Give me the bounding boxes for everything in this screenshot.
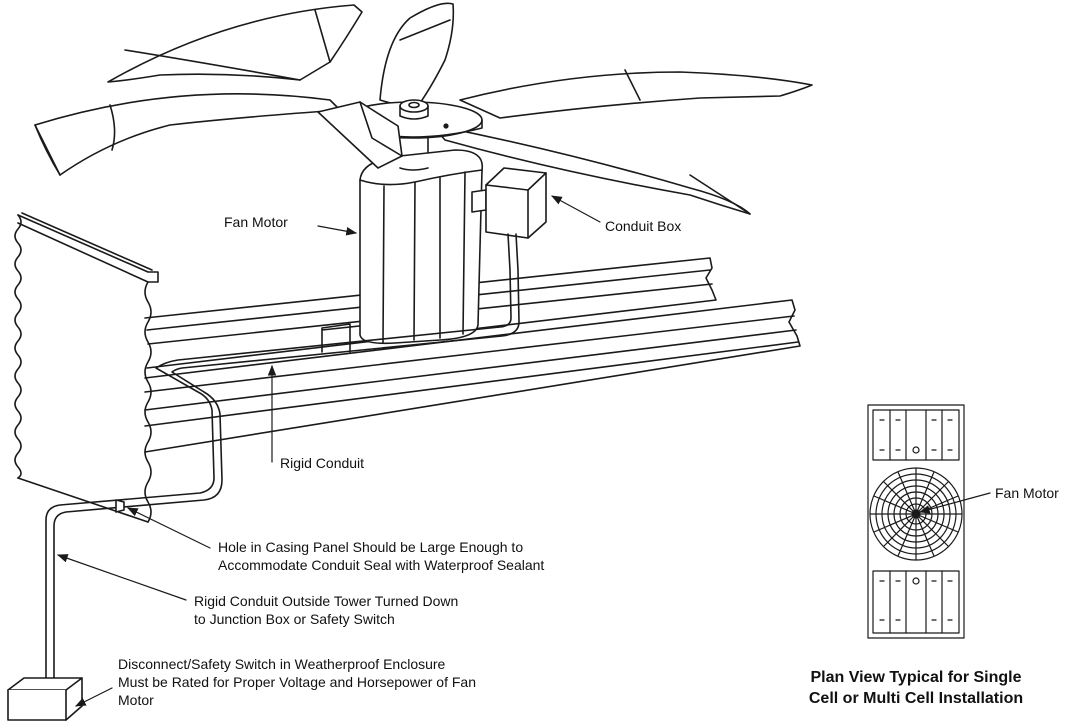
leader-hole-in-casing <box>127 507 211 549</box>
fan-motor <box>359 127 484 345</box>
label-hole-in-casing: Hole in Casing Panel Should be Large Eno… <box>218 538 544 574</box>
label-conduit-box: Conduit Box <box>605 218 682 234</box>
leader-lines <box>56 195 991 707</box>
label-plan-fan-motor: Fan Motor <box>995 485 1059 501</box>
conduit-box <box>471 167 547 239</box>
label-rigid-conduit: Rigid Conduit <box>280 455 365 471</box>
safety-switch-box <box>7 677 83 721</box>
plan-view-caption-line-2: Cell or Multi Cell Installation <box>808 690 1024 707</box>
label-outside-line-1: Rigid Conduit Outside Tower Turned Down <box>194 593 459 609</box>
leader-rigid-conduit-outside <box>56 554 187 601</box>
casing-panel <box>14 212 159 523</box>
rigid-conduit <box>45 233 520 681</box>
leader-conduit-box <box>551 195 601 223</box>
label-switch-line-1: Disconnect/Safety Switch in Weatherproof… <box>118 656 446 672</box>
label-fan-motor: Fan Motor <box>224 214 288 230</box>
support-beams <box>144 257 801 453</box>
label-hole-line-1: Hole in Casing Panel Should be Large Eno… <box>218 539 524 555</box>
label-safety-switch: Disconnect/Safety Switch in Weatherproof… <box>118 655 476 709</box>
plan-view-caption-line-1: Plan View Typical for Single <box>810 669 1022 686</box>
leader-fan-motor <box>317 225 358 236</box>
label-outside-line-2: to Junction Box or Safety Switch <box>194 611 395 627</box>
leader-plan-fan-motor <box>918 492 991 514</box>
label-hole-line-2: Accommodate Conduit Seal with Waterproof… <box>218 557 545 573</box>
plan-view <box>867 404 965 639</box>
label-rigid-conduit-outside: Rigid Conduit Outside Tower Turned Down … <box>194 592 458 628</box>
label-switch-line-3: Motor <box>118 692 154 708</box>
label-switch-line-2: Must be Rated for Proper Voltage and Hor… <box>118 674 476 690</box>
plan-view-caption: Plan View Typical for Single Cell or Mul… <box>786 667 1046 709</box>
fan-blades <box>34 2 813 215</box>
leader-safety-switch <box>75 687 113 707</box>
